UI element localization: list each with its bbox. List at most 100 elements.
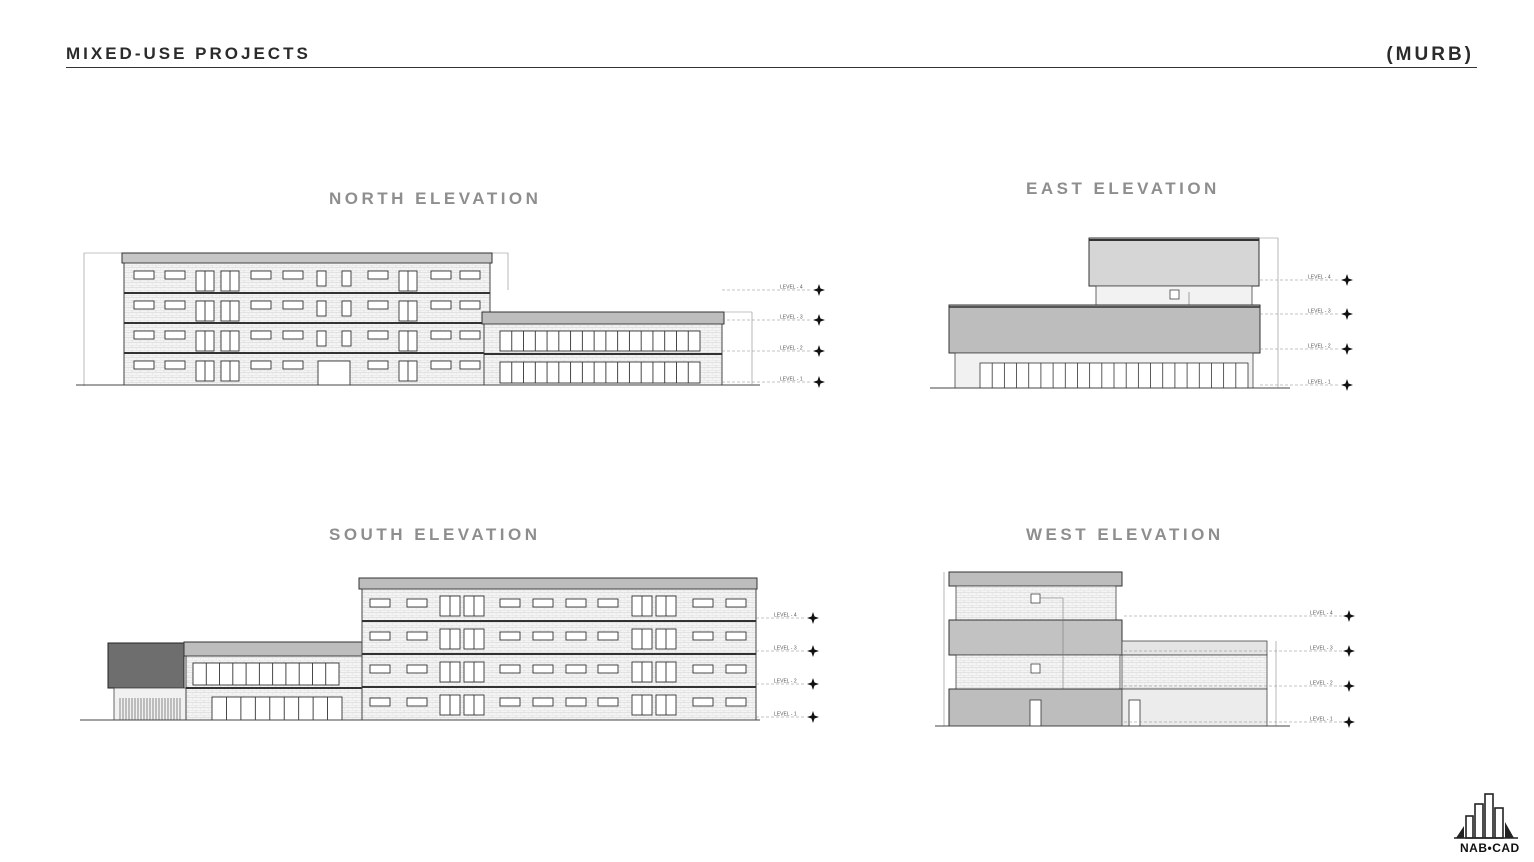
level-label: LEVEL - 2 <box>1308 344 1331 350</box>
window <box>250 270 272 280</box>
window <box>532 697 554 707</box>
window <box>725 664 747 674</box>
window <box>133 360 155 370</box>
level-label: LEVEL - 2 <box>780 346 803 352</box>
window <box>565 664 587 674</box>
level-marker-icon <box>1343 680 1355 692</box>
level-label: LEVEL - 1 <box>1308 380 1331 386</box>
level-marker-icon <box>1343 645 1355 657</box>
level-marker-icon <box>813 314 825 326</box>
level-marker-icon <box>1343 716 1355 728</box>
west-elevation-title: WEST ELEVATION <box>1026 525 1224 544</box>
east-elevation-title: EAST ELEVATION <box>1026 179 1220 198</box>
window <box>250 330 272 340</box>
window <box>341 270 352 287</box>
window <box>532 664 554 674</box>
window <box>406 697 428 707</box>
storefront-window <box>192 662 340 686</box>
window <box>597 631 619 641</box>
window <box>164 270 186 280</box>
window <box>341 300 352 317</box>
level-label: LEVEL - 3 <box>780 315 803 321</box>
window <box>430 270 452 280</box>
window <box>369 664 391 674</box>
level-marker-icon <box>807 711 819 723</box>
window <box>369 598 391 608</box>
level-label: LEVEL - 2 <box>774 679 797 685</box>
window <box>459 330 481 340</box>
window <box>133 330 155 340</box>
window <box>692 664 714 674</box>
window <box>406 598 428 608</box>
level-label: LEVEL - 3 <box>1308 309 1331 315</box>
window <box>499 598 521 608</box>
level-marker-icon <box>1341 379 1353 391</box>
project-type-tag: (MURB) <box>1386 44 1474 65</box>
window <box>459 300 481 310</box>
window <box>597 598 619 608</box>
level-label: LEVEL - 1 <box>780 377 803 383</box>
level-label: LEVEL - 4 <box>774 613 797 619</box>
level-label: LEVEL - 2 <box>1310 681 1333 687</box>
window <box>282 360 304 370</box>
level-marker-icon <box>807 612 819 624</box>
window <box>250 300 272 310</box>
window <box>692 631 714 641</box>
storefront-window <box>211 696 343 721</box>
window <box>406 664 428 674</box>
window <box>725 631 747 641</box>
window <box>597 697 619 707</box>
window <box>133 300 155 310</box>
south-elevation-drawing: LEVEL - 1 LEVEL - 2 LEVEL - 3 LEVEL - 4 <box>80 577 819 723</box>
window <box>316 330 327 347</box>
window <box>565 631 587 641</box>
level-marker-icon <box>813 345 825 357</box>
east-elevation-drawing: LEVEL - 1 LEVEL - 2 LEVEL - 3 LEVEL - 4 <box>930 237 1353 391</box>
level-label: LEVEL - 3 <box>1310 646 1333 652</box>
level-marker-icon <box>807 678 819 690</box>
window <box>532 631 554 641</box>
level-marker-icon <box>1343 610 1355 622</box>
window <box>430 360 452 370</box>
level-marker-icon <box>813 284 825 296</box>
window <box>164 360 186 370</box>
window <box>316 300 327 317</box>
entrance-door <box>317 360 351 386</box>
window <box>430 300 452 310</box>
window <box>597 664 619 674</box>
window <box>565 598 587 608</box>
window <box>459 270 481 280</box>
window <box>250 360 272 370</box>
window <box>282 270 304 280</box>
level-label: LEVEL - 1 <box>1310 717 1333 723</box>
level-label: LEVEL - 3 <box>774 646 797 652</box>
window <box>430 330 452 340</box>
level-marker-icon <box>1341 308 1353 320</box>
level-marker-icon <box>1341 343 1353 355</box>
window <box>282 300 304 310</box>
level-label: LEVEL - 4 <box>1308 275 1331 281</box>
level-label: LEVEL - 1 <box>774 712 797 718</box>
window <box>367 360 389 370</box>
nabcad-logo-text: NAB•CAD <box>1460 841 1520 855</box>
window <box>499 664 521 674</box>
window <box>725 697 747 707</box>
level-marker-icon <box>1341 274 1353 286</box>
window <box>532 598 554 608</box>
storefront-window <box>499 361 701 384</box>
window <box>164 300 186 310</box>
window <box>133 270 155 280</box>
window <box>369 697 391 707</box>
window <box>459 360 481 370</box>
window <box>164 330 186 340</box>
window <box>692 697 714 707</box>
window <box>367 330 389 340</box>
window <box>367 300 389 310</box>
south-elevation-title: SOUTH ELEVATION <box>329 525 541 544</box>
level-marker-icon <box>807 645 819 657</box>
window <box>316 270 327 287</box>
storefront-window <box>499 330 701 352</box>
